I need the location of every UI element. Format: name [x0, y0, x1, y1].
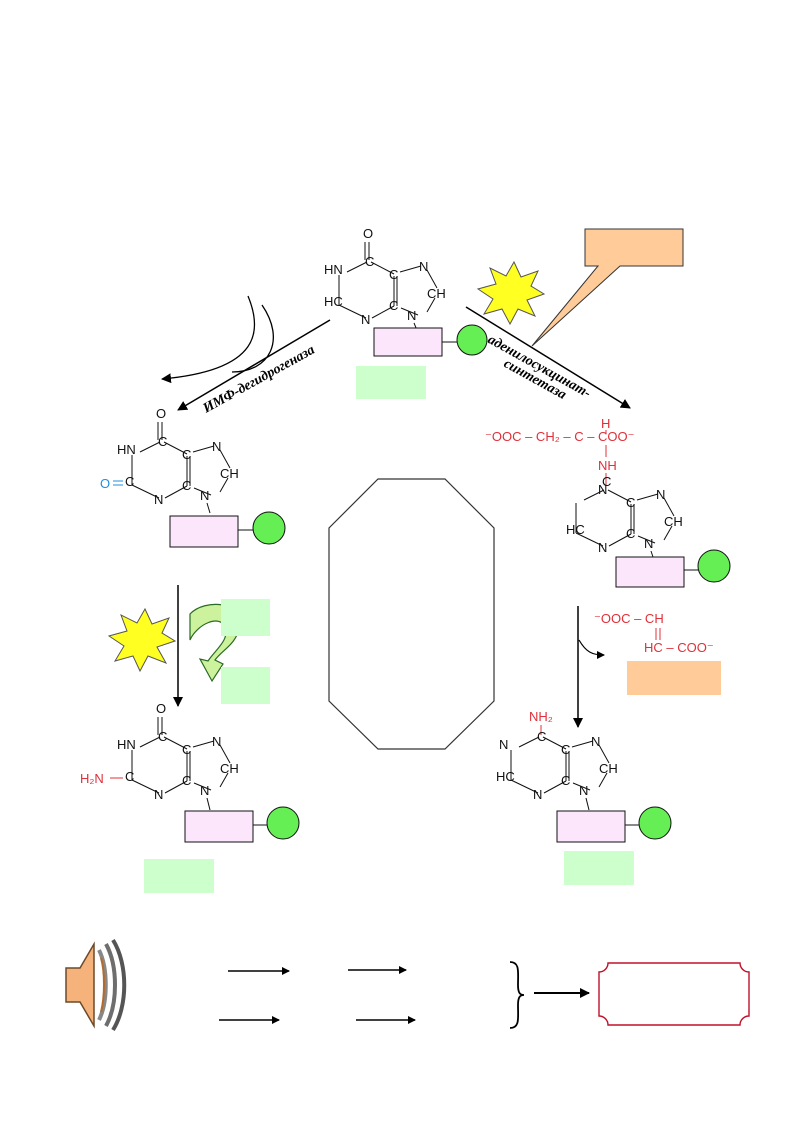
atom-n: N — [407, 308, 416, 323]
atom-n: N — [212, 734, 221, 749]
atom-n: N — [533, 787, 542, 802]
imp-label-box — [356, 366, 426, 399]
atom-n: N — [200, 783, 209, 798]
atom-h2n-red: H₂N — [80, 771, 104, 786]
atom-c: C — [537, 729, 546, 744]
atom-n: N — [591, 734, 600, 749]
atom-n: N — [644, 536, 653, 551]
atom-ch: CH — [427, 286, 446, 301]
succinyl-h: H — [601, 416, 610, 431]
phosphate-circle — [638, 806, 672, 840]
atom-n: N — [499, 737, 508, 752]
center-octagon — [328, 478, 495, 750]
atom-c: C — [626, 526, 635, 541]
gmp-molecule: O HN C H₂N N C C C N CH N — [80, 701, 239, 811]
speaker-icon[interactable] — [65, 938, 127, 1032]
atom-hc: HC — [496, 769, 515, 784]
fumarate-label-box — [627, 661, 721, 695]
atom-n: N — [200, 488, 209, 503]
enzyme-adenylosuccinate-line1: аденилосукцинат- — [485, 332, 593, 401]
result-frame — [598, 962, 750, 1026]
succinyl-nh: NH — [598, 458, 617, 473]
brace — [509, 961, 525, 1029]
atom-c: C — [182, 478, 191, 493]
atom-o: O — [363, 226, 373, 241]
atom-hn: HN — [117, 442, 136, 457]
fumarate-release-arrow — [578, 639, 605, 659]
xmp-molecule: O HN C O N C C C N CH N — [100, 406, 239, 514]
fumarate-top: ⁻OOC – CH — [594, 611, 664, 626]
imp-molecule: O HN HC N C C C N CH N — [324, 226, 446, 336]
atom-c: C — [158, 729, 167, 744]
atom-hc: HC — [324, 294, 343, 309]
atom-n: N — [212, 439, 221, 454]
atom-o: O — [156, 701, 166, 716]
atom-ch: CH — [220, 761, 239, 776]
atom-nh2-red: NH₂ — [529, 709, 553, 724]
amp-label-box — [564, 851, 634, 885]
atom-o: O — [156, 406, 166, 421]
atom-c: C — [125, 474, 134, 489]
atom-n: N — [579, 783, 588, 798]
star-top-right — [476, 260, 546, 326]
ribose-box — [615, 556, 685, 588]
atom-c: C — [158, 434, 167, 449]
atom-n: N — [598, 482, 607, 497]
atom-n: N — [598, 540, 607, 555]
nad-arrow — [161, 295, 256, 384]
phosphate-circle — [456, 324, 488, 356]
atom-hc: HC — [566, 522, 585, 537]
fumarate-molecule: ⁻OOC – CH HC – COO⁻ — [594, 611, 714, 655]
atom-n: N — [154, 492, 163, 507]
atom-c: C — [561, 773, 570, 788]
arrow-imp-to-adenylosuccinate — [465, 306, 631, 409]
adenylosuccinate-molecule: N HC N C C C N CH N — [566, 474, 683, 561]
atom-c: C — [389, 267, 398, 282]
ribose-box — [556, 810, 626, 843]
atom-c: C — [602, 474, 611, 489]
atom-c: C — [182, 742, 191, 757]
phosphate-circle — [252, 511, 286, 545]
ribose-box — [169, 515, 239, 548]
atom-c: C — [365, 254, 374, 269]
succinyl-chain: ⁻OOC – CH₂ – C – COO⁻ — [485, 429, 635, 444]
substrate-box — [221, 599, 270, 636]
star-left — [107, 607, 177, 673]
atom-n: N — [656, 487, 665, 502]
ribose-box — [184, 810, 254, 843]
atom-ch: CH — [599, 761, 618, 776]
atom-hn: HN — [324, 262, 343, 277]
nad-curve — [231, 304, 274, 373]
atom-ch: CH — [664, 514, 683, 529]
atom-n: N — [154, 787, 163, 802]
enzyme-imp-dehydrogenase: ИМФ-дегидрогеназа — [200, 343, 318, 417]
atom-c: C — [389, 298, 398, 313]
atom-n: N — [419, 259, 428, 274]
atom-ch: CH — [220, 466, 239, 481]
atom-c: C — [182, 773, 191, 788]
ribose-box — [373, 327, 443, 357]
atom-c: C — [182, 447, 191, 462]
gmp-label-box — [144, 859, 214, 893]
atom-c: C — [561, 742, 570, 757]
arrow-imp-to-xmp — [177, 319, 331, 411]
atom-n: N — [361, 312, 370, 327]
succinyl-group: ⁻OOC – CH₂ – C – COO⁻ H NH — [485, 416, 635, 486]
product-box — [221, 667, 270, 704]
phosphate-circle — [697, 549, 731, 583]
atom-c: C — [626, 495, 635, 510]
atom-hn: HN — [117, 737, 136, 752]
atom-o-blue: O — [100, 476, 110, 491]
phosphate-circle — [266, 806, 300, 840]
fumarate-bottom: HC – COO⁻ — [644, 640, 714, 655]
amp-molecule: NH₂ N HC N C C C N CH N — [496, 709, 618, 811]
atom-c: C — [125, 769, 134, 784]
inhibitor-callout — [531, 228, 684, 347]
